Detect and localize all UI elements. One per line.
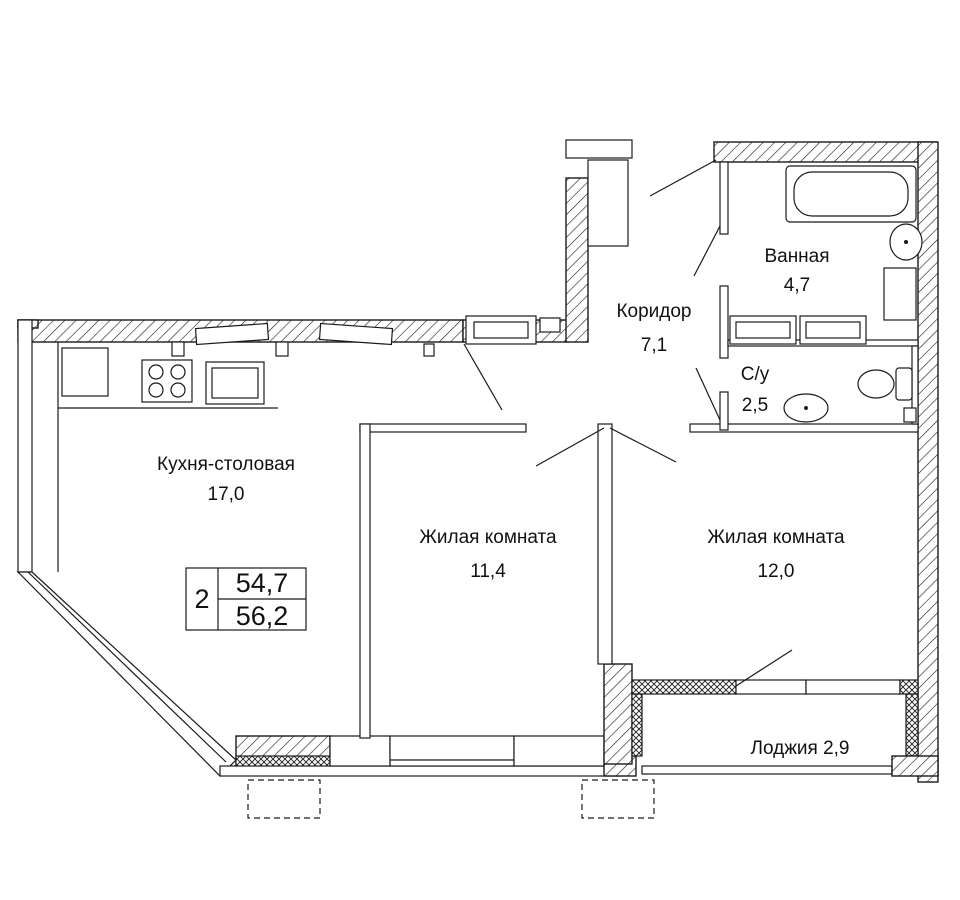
living2-area: 12,0 <box>758 561 795 582</box>
kitchen-fixtures <box>57 322 435 572</box>
living-area: 54,7 <box>236 568 289 598</box>
exterior-walls <box>16 139 939 783</box>
living2-name: Жилая комната <box>707 527 845 548</box>
rooms-count: 2 <box>194 584 209 614</box>
kitchen-area: 17,0 <box>208 484 245 505</box>
corridor-name: Коридор <box>616 301 691 322</box>
ac-unit-right <box>581 779 655 819</box>
area-summary-box: 2 54,7 56,2 <box>185 567 307 631</box>
bathroom-fixtures <box>783 165 923 423</box>
corridor-area: 7,1 <box>641 335 667 356</box>
loggia-label: Лоджия 2,9 <box>750 738 849 759</box>
total-area: 56,2 <box>236 601 289 631</box>
bathroom-name: Ванная <box>764 246 829 267</box>
bathroom-area: 4,7 <box>784 275 810 296</box>
wc-area: 2,5 <box>742 395 768 416</box>
wc-name: С/у <box>741 364 770 385</box>
door-swings <box>463 159 793 687</box>
ac-unit-left <box>247 779 321 819</box>
kitchen-name: Кухня-столовая <box>157 454 295 475</box>
radiators <box>465 315 867 345</box>
interior-walls <box>359 161 919 739</box>
living1-name: Жилая комната <box>419 527 557 548</box>
living1-area: 11,4 <box>470 561 506 582</box>
